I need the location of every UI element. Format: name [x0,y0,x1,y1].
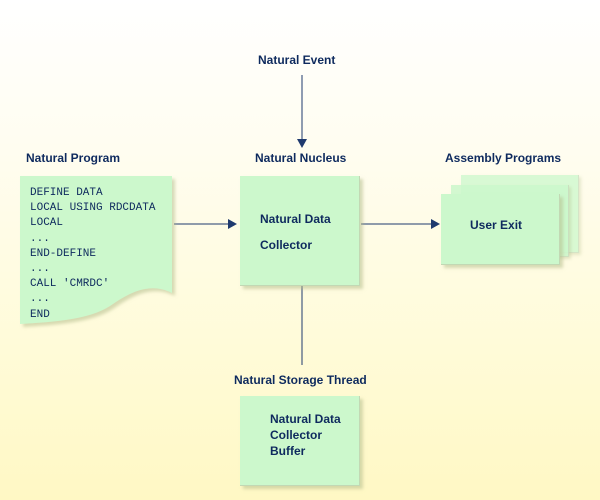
natural-data-collector-box [240,176,360,286]
user-exit-box [441,194,560,265]
nucleus-to-assembly-arrowhead [431,219,440,229]
code-line: ... [30,293,50,306]
code-line: CALL 'CMRDC' [30,278,110,291]
natural-data-collector-buffer-text: Natural Data Collector Buffer [270,411,341,459]
buffer-line: Natural Data [270,412,341,426]
natural-storage-thread-label: Natural Storage Thread [234,373,367,387]
code-line: END-DEFINE [30,247,97,260]
code-line: LOCAL [30,217,64,230]
code-line: LOCAL USING RDCDATA [30,202,156,215]
natural-program-document [20,176,172,324]
natural-data-collector-line: Natural Data [260,212,331,226]
natural-program-code: DEFINE DATA LOCAL USING RDCDATA LOCAL ..… [30,186,155,323]
natural-event-label: Natural Event [258,53,336,67]
buffer-line: Collector [270,428,323,442]
event-to-nucleus-arrowhead [297,139,307,148]
natural-data-collector-text: Natural Data Collector [260,211,331,253]
code-line: ... [30,263,50,276]
program-to-nucleus-arrowhead [228,219,237,229]
code-line: DEFINE DATA [30,187,103,199]
natural-data-collector-line: Collector [260,238,313,252]
assembly-programs-label: Assembly Programs [445,151,562,165]
user-exit-label: User Exit [470,218,523,232]
buffer-line: Buffer [270,444,306,458]
code-line: ... [30,232,50,245]
natural-nucleus-label: Natural Nucleus [255,151,347,165]
natural-data-collector-buffer-box [240,396,360,486]
natural-program-label: Natural Program [26,151,121,165]
code-line: END [30,308,50,321]
